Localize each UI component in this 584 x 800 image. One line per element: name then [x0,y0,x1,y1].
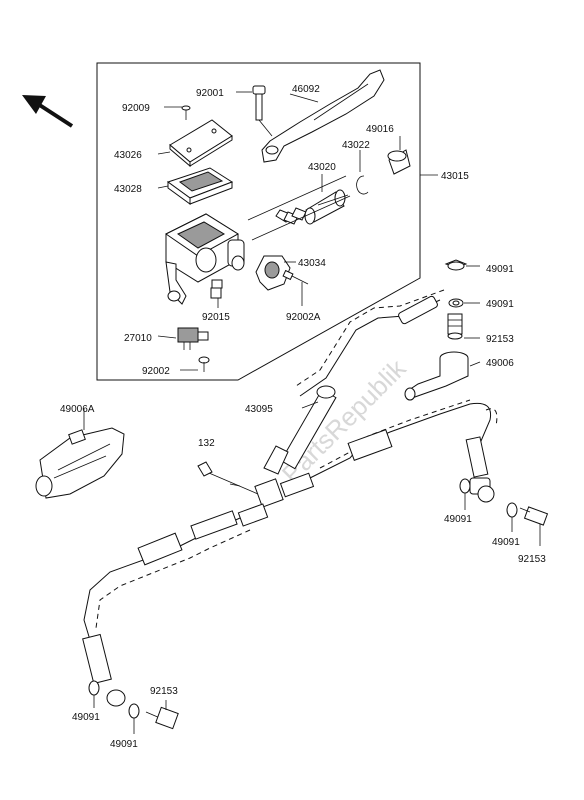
switch-screw-part [210,279,223,308]
label-43034: 43034 [298,258,326,269]
label-49006: 49006 [486,358,514,369]
label-92153-top: 92153 [486,334,514,345]
reservoir-diaphragm-part [157,167,234,205]
lower-brake-hose-part [82,399,498,707]
piston-kit-part [247,174,351,241]
washer-part-4 [506,502,518,532]
banjo-bolt-part-3 [145,700,179,730]
washer-part [444,259,480,271]
dust-boot-part [387,136,411,175]
banjo-fitting-part [404,351,481,401]
label-132: 132 [198,438,215,449]
label-92153-right: 92153 [518,554,546,565]
banjo-bolt-part [447,313,480,340]
label-43095: 43095 [245,404,273,415]
washer-part-6 [128,703,140,734]
label-43028: 43028 [114,184,142,195]
label-49006A: 49006A [60,404,95,415]
label-92001: 92001 [196,88,224,99]
watermark: PartsRepublik [276,353,412,489]
clamp-bolt-part [282,269,309,306]
circlip-part [356,150,369,195]
brake-hose-joint-part [197,445,289,508]
label-49091-left: 49091 [72,712,100,723]
label-49091-right: 49091 [444,514,472,525]
label-92009: 92009 [122,103,150,114]
washer-part-2 [448,298,480,308]
upper-brake-hose-part [280,289,445,470]
cap-screw-part [164,105,191,120]
master-cylinder-assembly-box [96,62,421,381]
master-cylinder-body-part [165,213,245,305]
brake-lever-part [261,69,385,163]
label-46092: 46092 [292,84,320,95]
banjo-bolt-part-2 [519,506,549,546]
label-49091-left-lower: 49091 [110,739,138,750]
label-49016: 49016 [366,124,394,135]
label-92002: 92002 [142,366,170,377]
label-49091-top: 49091 [486,264,514,275]
label-43022: 43022 [342,140,370,151]
handlebar-clamp-part [255,255,296,291]
reservoir-cap-part [157,119,233,168]
label-92153-left: 92153 [150,686,178,697]
label-49091-right-lower: 49091 [492,537,520,548]
label-27010: 27010 [124,333,152,344]
washer-part-3 [459,478,471,510]
label-43026: 43026 [114,150,142,161]
label-92002A: 92002A [286,312,321,323]
lever-pivot-bolt-part [236,85,273,137]
brake-light-switch-part [157,327,209,350]
switch-mount-screw-part [180,356,210,372]
label-43015: 43015 [441,171,469,182]
label-92015: 92015 [202,312,230,323]
front-direction-arrow-icon [22,95,74,128]
label-43020: 43020 [308,162,336,173]
washer-part-5 [88,680,100,708]
fitting-assembly-part [35,408,125,499]
label-49091-second: 49091 [486,299,514,310]
